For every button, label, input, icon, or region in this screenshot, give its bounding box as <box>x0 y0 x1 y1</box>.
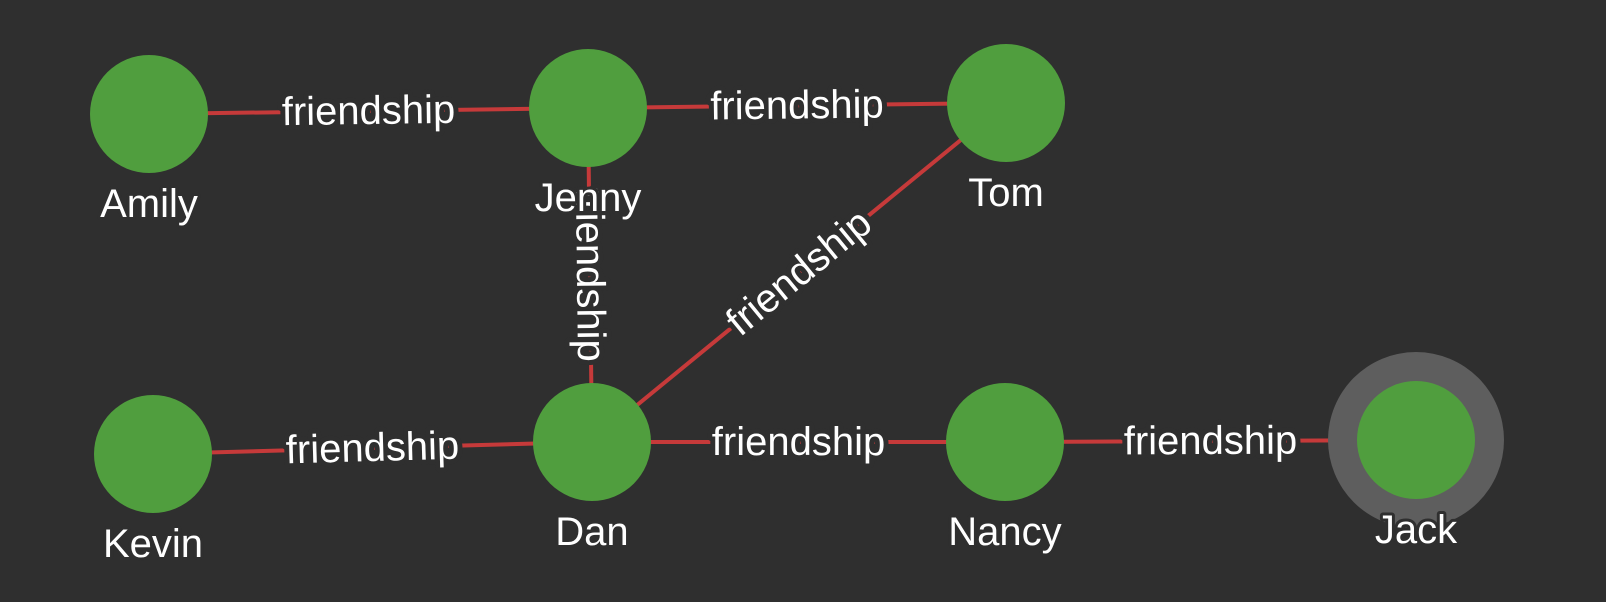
edge-dan-tom[interactable] <box>590 101 1008 444</box>
node-circle-kevin[interactable] <box>94 395 212 513</box>
node-label-dan: Dan <box>555 510 628 554</box>
node-label-tom: Tom <box>968 171 1044 215</box>
edge-label-kevin-dan: friendship <box>285 424 460 473</box>
node-label-kevin: Kevin <box>103 522 203 566</box>
edge-label-jenny-dan: friendship <box>567 188 613 362</box>
node-label-jack: Jack <box>1375 508 1458 552</box>
edge-label-nancy-jack: friendship <box>1124 419 1298 464</box>
edge-label-dan-tom: friendship <box>718 201 880 345</box>
node-label-nancy: Nancy <box>948 510 1061 554</box>
node-label-jenny: Jenny <box>535 176 642 220</box>
edge-amily-jenny[interactable] <box>148 106 589 116</box>
node-circle-nancy[interactable] <box>946 383 1064 501</box>
node-kevin[interactable]: Kevin <box>94 395 212 569</box>
node-label-amily: Amily <box>100 182 198 226</box>
edge-jenny-tom[interactable] <box>587 101 1007 110</box>
node-dan[interactable]: Dan <box>533 383 651 557</box>
edge-label-amily-jenny: friendship <box>281 88 455 134</box>
node-amily[interactable]: Amily <box>90 55 208 229</box>
node-circle-amily[interactable] <box>90 55 208 173</box>
edge-label-dan-nancy: friendship <box>712 420 885 464</box>
node-nancy[interactable]: Nancy <box>945 383 1065 557</box>
edge-kevin-dan[interactable] <box>152 440 593 456</box>
node-tom[interactable]: Tom <box>947 44 1065 218</box>
node-circle-tom[interactable] <box>947 44 1065 162</box>
node-circle-jenny[interactable] <box>529 49 647 167</box>
node-jack[interactable]: Jack <box>1328 352 1504 555</box>
edge-labels-layer: friendship friendship friendship friendship… <box>276 77 1302 477</box>
node-circle-jack[interactable] <box>1357 381 1475 499</box>
edge-label-jenny-tom: friendship <box>710 82 884 128</box>
node-circle-dan[interactable] <box>533 383 651 501</box>
node-jenny[interactable]: Jenny <box>529 49 647 223</box>
